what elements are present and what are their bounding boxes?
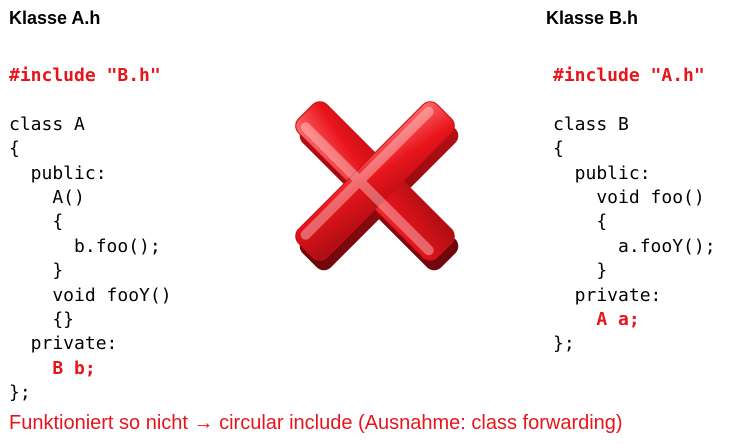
class-a-code-line: {: [9, 138, 20, 160]
class-b-code-line: {: [553, 138, 564, 160]
class-b-code-line: A a;: [553, 309, 640, 330]
class-b-heading: Klasse B.h: [546, 8, 639, 28]
class-a-code-line: }: [9, 260, 64, 282]
class-a-code-line: {: [9, 211, 64, 233]
class-a-code-line: };: [9, 382, 31, 404]
class-a-code-line: class A: [9, 113, 85, 135]
class-a-code-line: B b;: [9, 357, 96, 379]
class-b-code-line: #include "A.h": [553, 65, 705, 86]
error-footer: Funktioniert so nicht → circular include…: [9, 412, 623, 434]
class-b-code-line: };: [553, 333, 575, 355]
class-a-code-line: #include "B.h": [9, 65, 161, 86]
class-b-code-line: }: [553, 260, 608, 282]
red-x-icon: [295, 101, 459, 271]
class-a-code-line: public:: [9, 162, 107, 184]
class-a-heading: Klasse A.h: [9, 8, 101, 28]
class-a-code-line: b.foo();: [9, 235, 161, 257]
class-b-code-line: void foo(): [553, 187, 705, 208]
class-b-code-line: public:: [553, 162, 651, 184]
class-a-code-line: A(): [9, 187, 85, 208]
class-a-code-line: void fooY(): [9, 284, 172, 306]
class-b-code-line: {: [553, 211, 608, 233]
class-a-code-line: private:: [9, 333, 118, 355]
class-a-code-line: {}: [9, 309, 75, 330]
class-b-code-line: class B: [553, 113, 629, 135]
class-b-code-line: a.fooY();: [553, 235, 716, 257]
class-b-code-line: private:: [553, 284, 662, 306]
